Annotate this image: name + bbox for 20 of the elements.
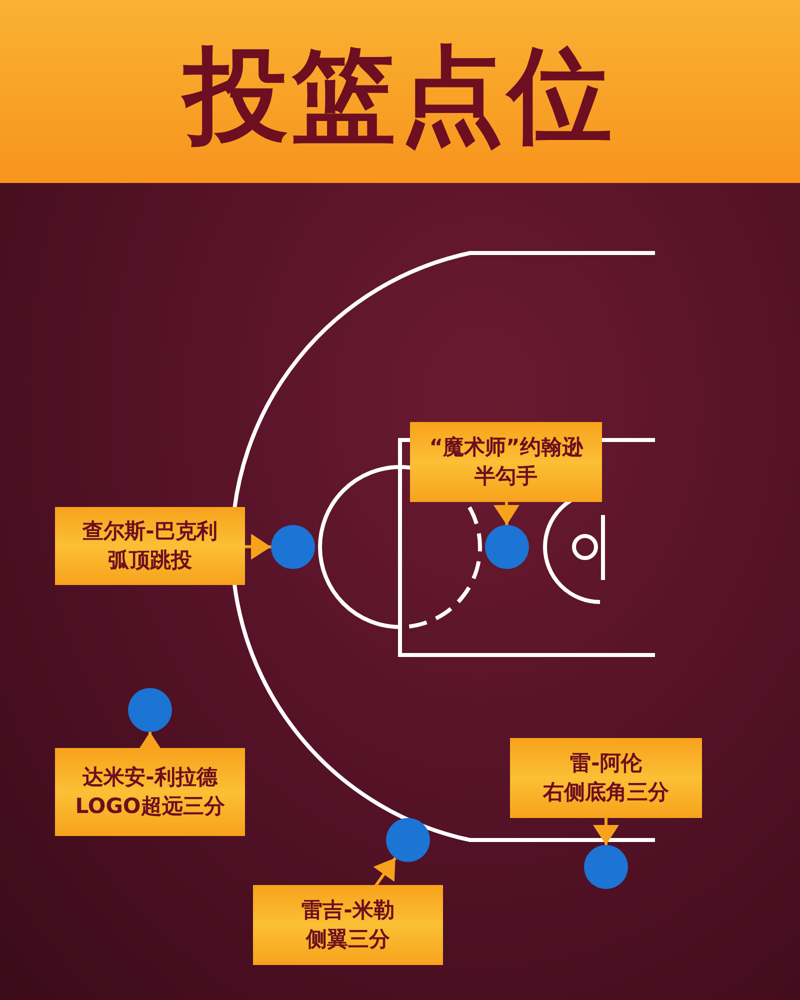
callout-box bbox=[55, 507, 245, 585]
callout-box bbox=[253, 885, 443, 965]
pointer-arrow bbox=[244, 534, 272, 560]
callout-box bbox=[410, 422, 602, 502]
pointer-arrow bbox=[373, 857, 397, 887]
callout-box bbox=[55, 748, 245, 836]
pointer-arrow bbox=[593, 817, 619, 845]
shot-type: 右侧底角三分 bbox=[543, 779, 669, 806]
shot-type: 半勾手 bbox=[474, 463, 538, 490]
player-name: 雷吉-米勒 bbox=[302, 897, 394, 924]
title: 投篮点位 bbox=[0, 35, 800, 155]
player-name: 查尔斯-巴克利 bbox=[82, 518, 218, 545]
pointer-arrow bbox=[494, 500, 520, 526]
callout-box bbox=[510, 738, 702, 818]
shot-type: 弧顶跳投 bbox=[108, 547, 192, 574]
shot-type: LOGO超远三分 bbox=[75, 793, 225, 820]
player-name: 雷-阿伦 bbox=[570, 750, 642, 777]
player-name: 达米安-利拉德 bbox=[82, 764, 218, 791]
shot-type: 侧翼三分 bbox=[306, 926, 390, 953]
player-name: “魔术师”约翰逊 bbox=[429, 434, 583, 461]
